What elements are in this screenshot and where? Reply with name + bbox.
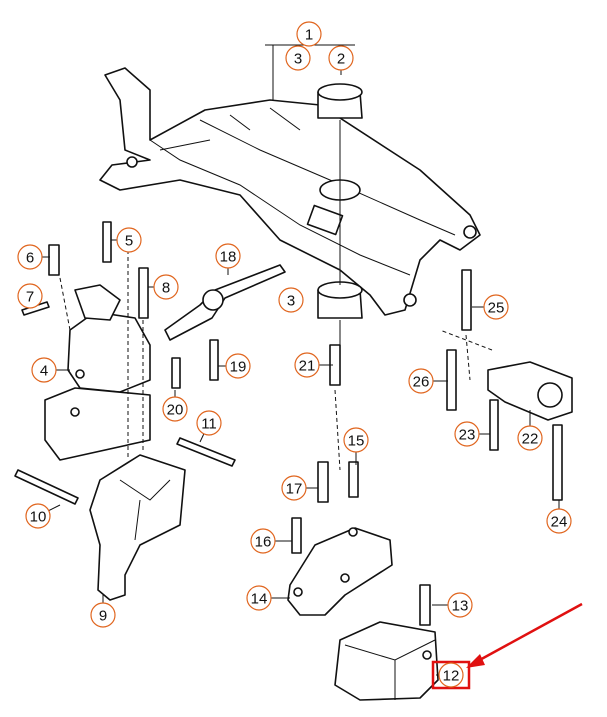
callout-label: 11: [201, 416, 217, 433]
callout-circle: [294, 352, 320, 378]
callout-label: 21: [299, 358, 316, 375]
callout-label: 8: [162, 280, 170, 297]
callout-label: 26: [413, 374, 430, 391]
callout-circle: [285, 45, 311, 71]
torque-rod: [164, 264, 286, 341]
callout-label: 9: [99, 608, 107, 625]
callout-label: 3: [287, 293, 295, 310]
callout-circle: [17, 283, 43, 309]
callout-label: 10: [30, 509, 47, 526]
callout-circle: [225, 353, 251, 379]
callout-4: 4: [31, 357, 70, 383]
callout-label: 2: [337, 51, 345, 68]
callout-17: 17: [281, 475, 318, 501]
callout-circle: [278, 287, 304, 313]
callout-label: 4: [40, 363, 48, 380]
callout-circle: [447, 592, 473, 618]
callout-circle: [90, 602, 116, 628]
callout-label: 24: [551, 514, 568, 531]
callout-circle: [250, 528, 276, 554]
callout-circle: [196, 410, 222, 436]
callout-label: 19: [230, 359, 247, 376]
callout-circle: [408, 368, 434, 394]
callout-circle: [246, 585, 272, 611]
callout-label: 6: [26, 250, 34, 267]
callout-circle: [343, 427, 369, 453]
callout-15: 15: [343, 427, 369, 465]
callout-circle: [215, 243, 241, 269]
callout-16: 16: [250, 528, 292, 554]
callout-21: 21: [294, 352, 333, 378]
gearbox-bracket: [89, 454, 186, 601]
callout-label: 3: [294, 51, 302, 68]
callout-label: 18: [220, 249, 237, 266]
callout-12: 12: [436, 662, 464, 688]
callout-5: 5: [111, 227, 142, 253]
callout-label: 25: [488, 300, 505, 317]
callout-label: 13: [452, 598, 469, 615]
callout-19: 19: [218, 353, 251, 379]
callout-circle: [483, 294, 509, 320]
callout-circle: [17, 244, 43, 270]
callout-2: 2: [328, 45, 354, 75]
callout-label: 20: [167, 402, 184, 419]
callout-8: 8: [148, 274, 179, 300]
callout-label: 17: [286, 481, 303, 498]
mount-bracket-right: [487, 361, 573, 421]
callout-label: 23: [459, 427, 476, 444]
callout-circle: [438, 662, 464, 688]
callout-label: 1: [305, 27, 313, 44]
callout-3: 3: [285, 45, 311, 71]
callout-label: 22: [522, 431, 539, 448]
callout-circle: [31, 357, 57, 383]
callout-label: 7: [26, 289, 34, 306]
callout-9: 9: [90, 595, 116, 628]
callout-11: 11: [196, 410, 222, 443]
gearbox-mount-bracket: [287, 527, 393, 616]
callout-25: 25: [472, 294, 509, 320]
callout-circle: [328, 45, 354, 71]
callout-circle: [296, 21, 322, 47]
callout-label: 16: [255, 534, 272, 551]
callout-14: 14: [246, 585, 290, 611]
callout-1: 1: [296, 21, 322, 47]
callout-circle: [281, 475, 307, 501]
callout-26: 26: [408, 368, 448, 394]
rubber-bushing-lower: [317, 281, 363, 319]
callout-13: 13: [432, 592, 473, 618]
callout-circle: [454, 421, 480, 447]
callout-circle: [153, 274, 179, 300]
callout-3: 3: [278, 287, 304, 313]
callout-22: 22: [517, 410, 543, 451]
callout-23: 23: [454, 421, 490, 447]
callout-20: 20: [162, 390, 188, 422]
callout-6: 6: [17, 244, 50, 270]
callout-circle: [517, 425, 543, 451]
gearbox-mount: [334, 621, 439, 701]
subframe: [99, 67, 481, 316]
callout-label: 12: [443, 668, 460, 685]
callout-24: 24: [546, 500, 572, 534]
engine-mount-left: [44, 284, 151, 461]
callout-circle: [546, 508, 572, 534]
callout-label: 14: [251, 591, 268, 608]
callout-circle: [116, 227, 142, 253]
callout-label: 5: [125, 233, 133, 250]
callout-circle: [162, 396, 188, 422]
callout-7: 7: [17, 283, 43, 309]
highlight-arrow: [466, 602, 583, 668]
callout-label: 15: [348, 433, 365, 450]
callout-circle: [25, 503, 51, 529]
callout-18: 18: [215, 243, 241, 275]
highlight-box: [431, 660, 471, 690]
rubber-bushing-upper: [317, 83, 363, 119]
callout-10: 10: [25, 503, 61, 529]
